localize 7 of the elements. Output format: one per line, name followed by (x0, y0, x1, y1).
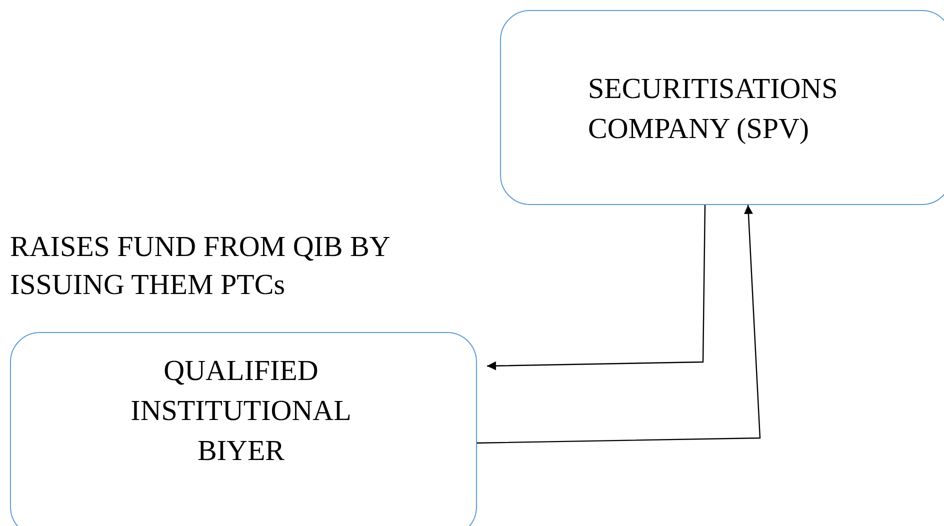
arrow (476, 204, 761, 444)
note-text: RAISES FUND FROM QIB BY ISSUING THEM PTCs (10, 230, 391, 303)
box-text: SECURITISATIONS COMPANY (SPV) (588, 72, 839, 147)
box-text: QUALIFIED INSTITUTIONAL BIYER (130, 354, 352, 469)
rounded-box (500, 10, 944, 205)
arrow (486, 205, 706, 370)
rounded-box (10, 332, 477, 526)
